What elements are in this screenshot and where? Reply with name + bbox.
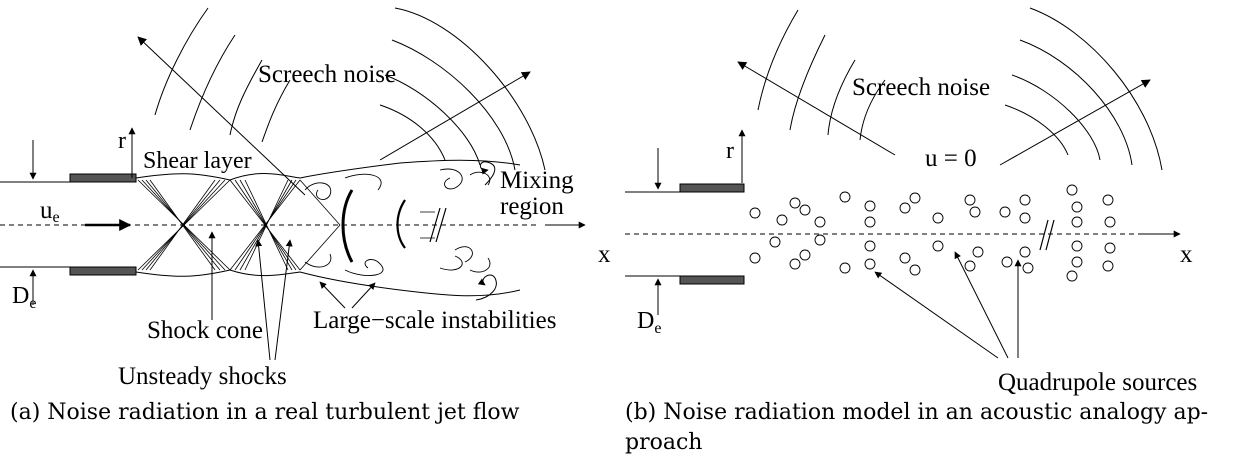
unsteady-pointer-2-a [274, 239, 293, 361]
quadrupole-label-b: Quadrupole sources [998, 369, 1197, 396]
ue-label-a: ue [40, 197, 60, 226]
caption-b-line2: proach [625, 430, 703, 455]
radiation-arrow-left-b [737, 61, 896, 156]
screech-arcs-right-b [1004, 7, 1163, 171]
region-label-a: region [500, 193, 564, 220]
unsteady-pointer-1-a [255, 239, 271, 361]
shock-cone-label-a: Shock cone [147, 317, 263, 344]
x-label-a: x [598, 241, 611, 268]
mixing-curl-bottom-a [475, 274, 497, 301]
caption-b-line1: (b) Noise radiation model in an acoustic… [625, 400, 1209, 425]
radiation-arrow-right-a [379, 71, 531, 161]
nozzle-top-b [679, 183, 745, 193]
nozzle-top-a [69, 173, 137, 183]
r-label-b: r [726, 138, 734, 164]
radiation-arrow-right-b [999, 79, 1151, 166]
mixing-curl-top-a [479, 161, 496, 186]
mixing-label-a: Mixing [500, 167, 574, 194]
quadrupole-sources-b [749, 184, 1116, 282]
de-label-a: De [12, 283, 36, 312]
r-label-a: r [118, 128, 126, 154]
screech-label-a: Screech noise [258, 61, 396, 88]
unsteady-label-a: Unsteady shocks [118, 363, 287, 390]
screech-label-b: Screech noise [852, 74, 990, 101]
mach-disk-2-a [396, 199, 406, 249]
nozzle-bottom-a [69, 266, 137, 276]
instab-pointer-2-a [351, 282, 376, 309]
shock-cells-a [137, 179, 341, 271]
caption-b: (b) Noise radiation model in an acoustic… [625, 398, 1208, 458]
mach-disk-1-a [341, 189, 354, 263]
u-zero-label-b: u = 0 [925, 145, 977, 172]
vortex-swirls-a [304, 168, 491, 276]
de-label-b: De [637, 308, 661, 337]
screech-arcs-left-a [154, 7, 291, 143]
quad-pointer-2-b [954, 251, 1009, 359]
panel-b [625, 7, 1181, 359]
caption-a-text: (a) Noise radiation in a real turbulent … [10, 400, 520, 425]
nozzle-bottom-b [679, 275, 745, 285]
panel-a [0, 7, 586, 361]
shear-layer-label-a: Shear layer [143, 148, 252, 174]
x-label-b: x [1180, 241, 1193, 268]
instab-pointer-1-a [319, 281, 346, 309]
shear-layer-bottom-a [135, 269, 521, 297]
quad-pointer-1-b [874, 271, 999, 359]
instab-label-a: Large−scale instabilities [313, 307, 556, 334]
radiation-arrow-left-a [137, 36, 306, 196]
shear-layer-top-a [135, 159, 521, 181]
caption-a: (a) Noise radiation in a real turbulent … [10, 398, 520, 428]
screech-arcs-right-a [379, 7, 546, 171]
